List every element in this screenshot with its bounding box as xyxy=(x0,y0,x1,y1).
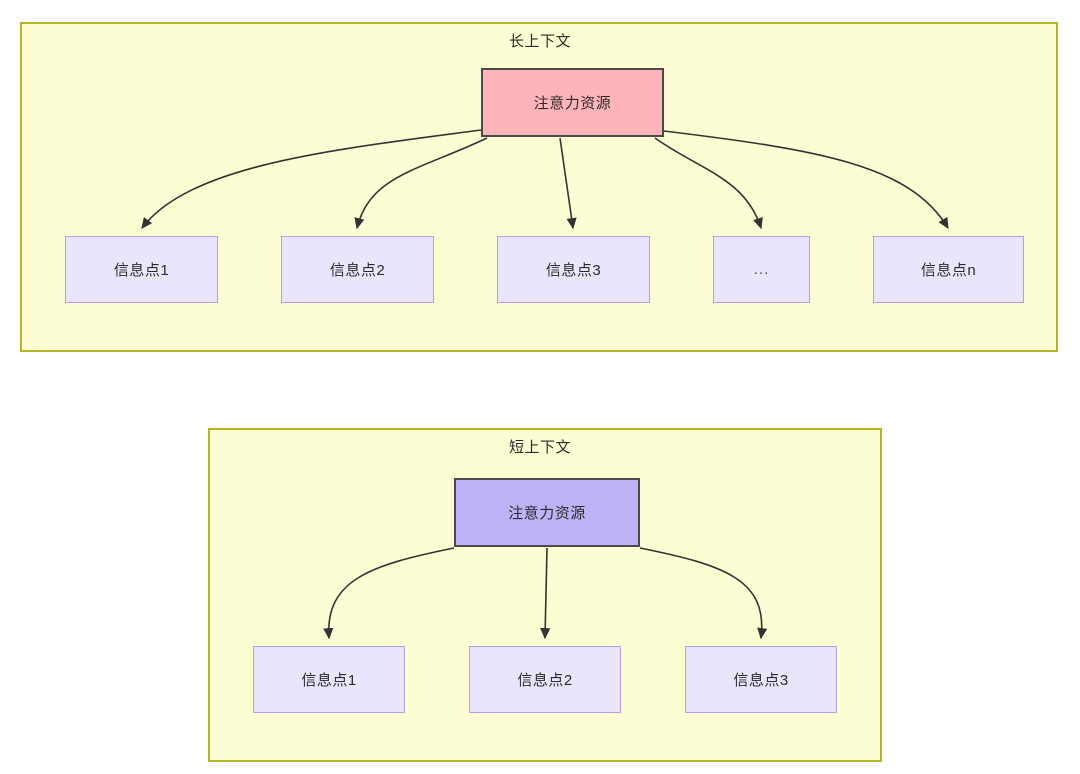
leaf-node-info-point-n-long[interactable]: 信息点n xyxy=(873,236,1024,303)
leaf-node-info-point-2-short[interactable]: 信息点2 xyxy=(469,646,621,713)
leaf-node-ellipsis-long[interactable]: ... xyxy=(713,236,810,303)
leaf-node-info-point-3-short[interactable]: 信息点3 xyxy=(685,646,837,713)
group-title-long-context: 长上下文 xyxy=(508,33,571,50)
leaf-node-info-point-2-long[interactable]: 信息点2 xyxy=(281,236,434,303)
leaf-node-info-point-3-long[interactable]: 信息点3 xyxy=(497,236,650,303)
leaf-node-info-point-1-short[interactable]: 信息点1 xyxy=(253,646,405,713)
root-node-attention-resource-long[interactable]: 注意力资源 xyxy=(481,68,664,137)
leaf-node-info-point-1-long[interactable]: 信息点1 xyxy=(65,236,218,303)
root-node-attention-resource-short[interactable]: 注意力资源 xyxy=(454,478,640,547)
group-title-short-context: 短上下文 xyxy=(508,439,571,456)
